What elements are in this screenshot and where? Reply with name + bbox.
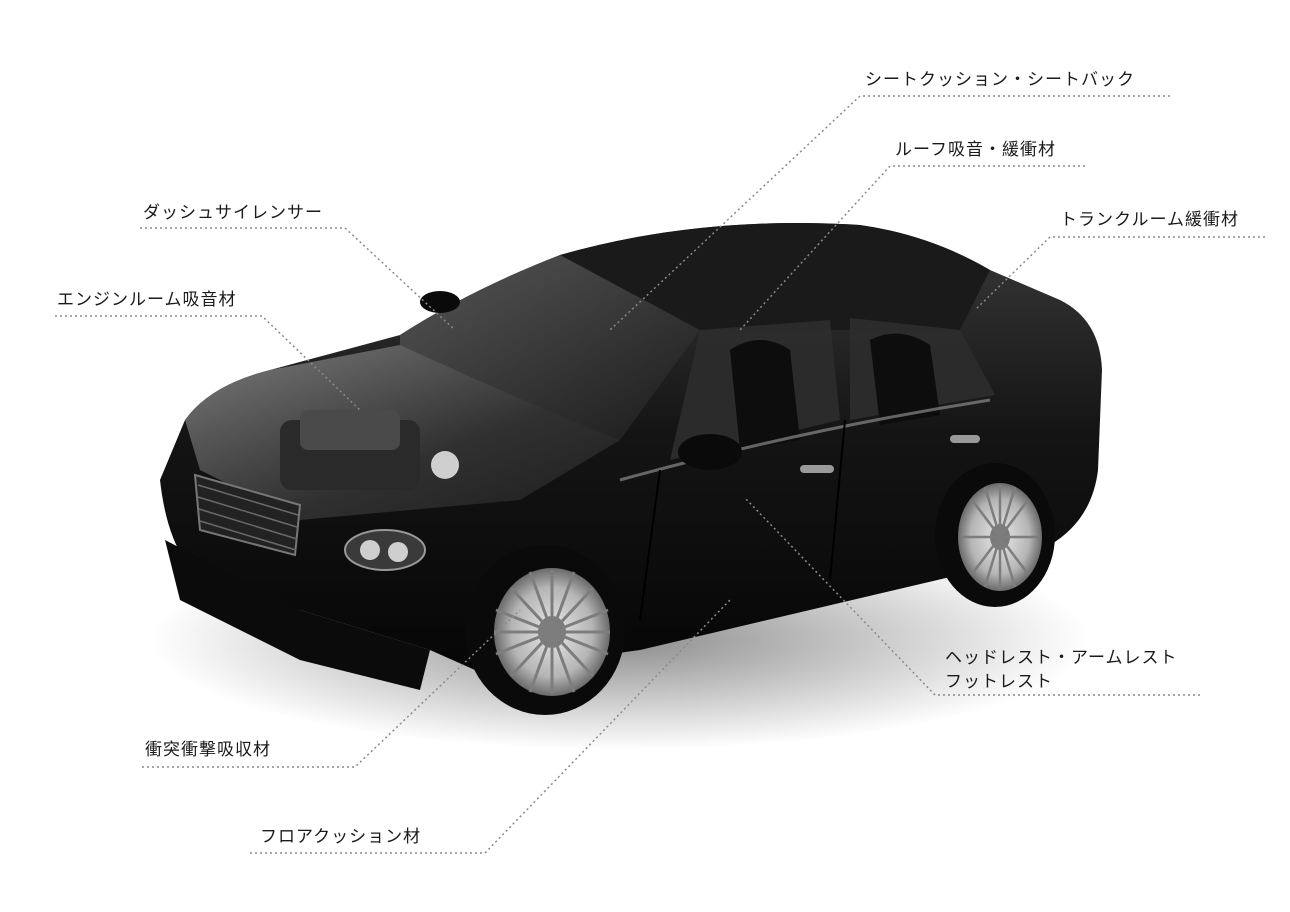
windshield — [400, 255, 700, 440]
body-character-line — [619, 398, 991, 482]
label-headrest-line1: ヘッドレスト・アームレスト — [945, 648, 1178, 668]
label-headrest-armrest: ヘッドレスト・アームレスト フットレスト — [945, 646, 1177, 694]
leader-roof — [739, 165, 1085, 331]
front-bumper — [165, 540, 430, 690]
door-line-1 — [639, 469, 661, 621]
leader-engine — [55, 315, 361, 411]
side-mirror-left — [420, 291, 460, 313]
leader-dash — [140, 227, 456, 331]
label-floor-cushion: フロアクッション材 — [260, 827, 422, 847]
leader-headrest — [744, 497, 1200, 696]
engine-cover — [300, 410, 400, 450]
door-line-2 — [829, 419, 846, 581]
rear-wheel — [935, 463, 1055, 607]
roof-panel — [560, 223, 990, 330]
door-handle-front — [800, 465, 834, 473]
label-seat-cushion: シートクッション・シートバック — [865, 70, 1135, 90]
front-grille — [193, 473, 302, 557]
label-headrest-line2: フットレスト — [945, 672, 1053, 692]
label-engine-room-absorber: エンジンルーム吸音材 — [57, 290, 237, 310]
label-crash-absorber: 衝突衝撃吸収材 — [145, 740, 271, 760]
leader-floor — [250, 599, 731, 854]
leader-crash — [142, 609, 521, 768]
leader-seat-cushion — [609, 95, 1170, 331]
headlight — [344, 529, 426, 571]
front-wheel — [465, 545, 625, 715]
door-handle-rear — [950, 435, 980, 443]
rear-seat — [870, 333, 940, 425]
label-trunk-cushion: トランクルーム緩衝材 — [1060, 210, 1239, 230]
reservoir-cap — [431, 451, 459, 479]
label-dash-silencer: ダッシュサイレンサー — [143, 203, 323, 223]
front-seat — [730, 340, 800, 450]
label-roof-absorber: ルーフ吸音・緩衝材 — [895, 140, 1056, 160]
leader-lines — [55, 95, 1265, 854]
side-mirror — [678, 434, 742, 470]
leader-trunk — [974, 236, 1265, 311]
grille-bars — [197, 484, 299, 551]
